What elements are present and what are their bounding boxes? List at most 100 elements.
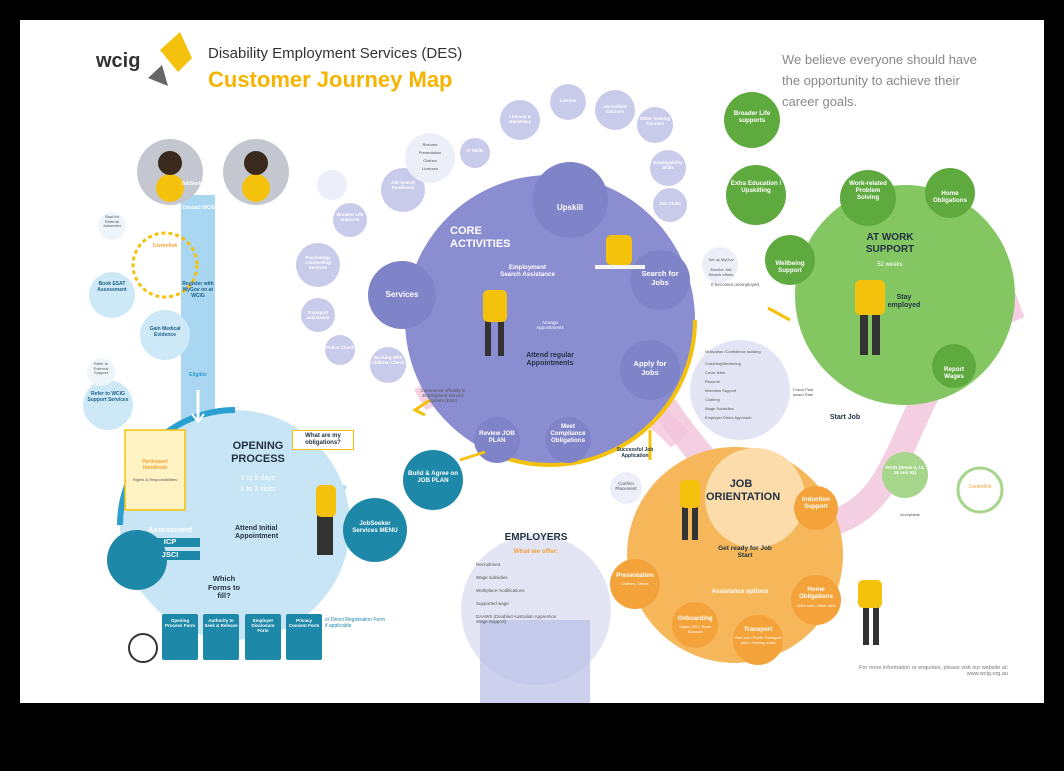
ws-centrelink: Centrelink [968,484,992,490]
work-support-weeks: 52 weeks [877,262,903,268]
jsci-label: JSCI [140,550,200,560]
esa-label: Employment Search Assistance [500,264,555,279]
services-small-clothes: Clothes [423,158,437,163]
journey-map: wcig Disability Employment Services (DES… [20,20,1044,703]
icp-label: ICP [140,537,200,547]
service-item-transport: Transport assistance [306,310,330,321]
start-referral: Start for Referral Jobseeker [102,214,122,229]
ws-wellbeing: Wellbeing Support [775,260,805,275]
assessment-label: Assessment [147,525,193,534]
employers-title: EMPLOYERS [504,532,568,543]
apply-item-5: Clothing [705,397,720,402]
page-title: Customer Journey Map [208,67,453,92]
presentation-sub: Clothes, Shoes [621,581,649,586]
transport-title: Transport [743,626,773,633]
upskill-item-other: Other Training Courses [639,116,671,127]
map-graphics [83,32,1025,703]
employers-subtitle: What we offer: [513,548,559,555]
home-title: Home Obligations [798,586,834,601]
services-small-licenses: Licenses [422,166,438,171]
ws-extra-education: Extra Education / Upskilling [730,180,782,195]
form-employer[interactable]: Employer Disclosure Form [251,618,275,634]
subtitle: Disability Employment Services (DES) [208,45,463,62]
start-job: Start Job [829,414,861,421]
onboarding-title: Onboarding [677,615,713,622]
employer-item-2: Workplace modifications [476,588,525,593]
apply-item-7: Employer Direct Approach [705,415,752,420]
assistance-options: Assistance options [711,588,769,595]
centrelink-label: Centrelink [152,243,178,249]
upskill-item-literacy: Literacy & Numeracy [509,114,531,125]
opening-duration: 1 to 5 days [240,475,276,482]
upskill-item-jobclubs: Job Clubs [659,201,681,206]
employer-item-1: Wage subsidies [476,575,508,580]
if-not-eligible: If not eligible [144,371,176,377]
wcig-weeks: WCIG (Week 4, 13, 26 and 52) [885,465,925,476]
service-item-psychology: Psychology Counselling Services [305,255,331,271]
employer-item-0: Recruitment [476,562,501,567]
gain-medical: Gain Medical Evidence [149,326,181,338]
get-ready: Get ready for Job Start [718,545,772,560]
form-authority[interactable]: Authority to Seek & Release [204,618,238,629]
logo-text: wcig [96,50,141,72]
attend-regular: Attend regular Appointments [526,352,574,368]
acceptable: Acceptable [900,512,920,517]
home-sub: Child care, Other care [796,603,836,608]
tagline: We believe everyone should have the oppo… [782,52,977,109]
ws-home-obligations: Home Obligations [932,190,968,205]
services-label[interactable]: Services [385,290,419,299]
ws-report-wages: Report Wages [944,366,964,381]
presentation-title: Presentation [616,572,654,579]
service-item-police: Police Check [325,345,354,350]
contact-wcig: Contact WCIG [182,205,216,211]
opening-visits: 1 to 3 visits [240,486,276,493]
search-item-monitor: Monitor Job Search efforts [708,267,734,277]
service-item-wwcc: Working With Children Check [371,355,405,366]
form-privacy[interactable]: Privacy Consent Form [288,618,320,629]
arrange-appointments: Arrange Appointments [536,320,564,331]
refer-support: Refer to WCIG Support Services [87,391,129,403]
core-title: CORE ACTIVITIES [450,225,511,250]
apply-item-2: Cover letter [705,370,726,375]
orientation-title: JOB ORIENTATION [706,478,781,503]
apply-item-3: Resume [705,379,720,384]
meet-compliance[interactable]: Meet Compliance Obligations [550,423,586,445]
apply-jobs-label[interactable]: Apply for Jobs [633,359,667,377]
successful-application: Successful Job Application [616,447,654,459]
services-small-resume: Resume [422,142,438,147]
upskill-item-license: License [559,98,577,103]
employer-item-3: Supported wage [476,601,509,606]
check-paid: Check Paid award Rate [792,387,814,397]
ws-broader-life: Broader Life supports [733,110,771,125]
search-jobs-label[interactable]: Search for Jobs [641,269,679,287]
register-mygov: Register with MyGov on at WCIG [182,281,214,299]
jobseekers-label: JobSeekers [180,181,210,187]
refer-external: Refer to External Support [93,361,109,376]
js-services-menu[interactable]: JobSeeker Services MENU [352,520,398,535]
apply-item-0: Motivation /Confidence building [705,349,761,354]
upskill-item-accredited: Accredited Courses [603,104,627,115]
search-item-mygov: Set up MyGov [708,257,734,262]
employer-item-4: DAAWS (Disabled Australian Apprentice Wa… [476,614,557,625]
review-job-plan[interactable]: Review JOB PLAN [479,430,515,445]
upskill-label[interactable]: Upskill [556,203,584,212]
opening-title: OPENING PROCESS [231,440,285,465]
rights: Rights & Responsibilities [132,477,178,482]
which-forms: Which Forms to fill? [207,574,241,601]
work-support-title: AT WORK SUPPORT [865,232,915,255]
stay-employed: Stay employed [887,294,921,310]
footer-text: For more information or enquiries, pleas… [859,665,1008,678]
onboarding-sub: Super, ATO, Bank Account [679,624,711,634]
obligations-bubble: What are my obligations? [292,430,354,450]
upskill-item-employability: Employability Skills [653,160,683,171]
form-opening[interactable]: Opening Process Form [164,618,195,629]
if-unemployed: If becomes unemployed [711,282,759,287]
ws-problem-solving: Work-related Problem Solving [849,180,887,202]
upskill-item-it: IT Skills [466,148,484,153]
eligible: Eligible [189,372,207,378]
handbook: Participant Handbook [142,459,168,471]
service-item-readiness: Job Search Readiness [390,180,416,191]
build-job-plan[interactable]: Build & Agree on JOB PLAN [408,470,458,485]
commence-ess: Commence officially in Employment Servic… [420,388,466,404]
confirm-placement: Confirm Placement [615,481,637,492]
